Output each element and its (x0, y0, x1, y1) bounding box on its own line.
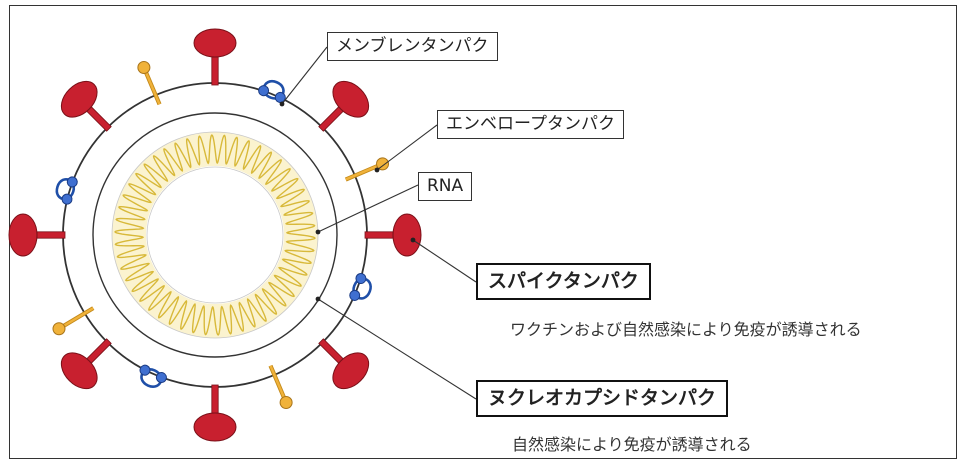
spike-protein-1 (193, 28, 237, 86)
leader-envelope (376, 124, 438, 171)
label-membrane-protein: メンブレンタンパク (327, 32, 498, 61)
spike-protein-2 (318, 80, 370, 132)
spike-protein-6 (60, 338, 112, 390)
envelope-protein-2 (344, 157, 390, 182)
spike-protein-7 (8, 213, 66, 257)
label-envelope-protein: エンベロープタンパク (437, 110, 624, 139)
desc-spike-protein: ワクチンおよび自然感染により免疫が誘導される (510, 320, 862, 339)
membrane-proteins (55, 80, 372, 388)
rna-outer-boundary (111, 131, 319, 339)
spike-proteins (8, 28, 422, 442)
desc-nucleocapsid-protein: 自然感染により免疫が誘導される (512, 435, 752, 454)
label-spike-protein: スパイクタンパク (476, 263, 651, 300)
label-rna: RNA (418, 172, 473, 201)
spike-protein-4 (318, 338, 370, 390)
spike-protein-5 (193, 384, 237, 442)
envelope-protein-4 (268, 364, 293, 410)
leader-membrane (281, 46, 328, 105)
rna-strand (114, 134, 316, 336)
membrane-protein-2 (55, 176, 78, 205)
envelope-proteins (52, 60, 390, 410)
leader-lines (281, 46, 477, 400)
leader-nucleocapsid (317, 298, 477, 400)
envelope-protein-3 (52, 306, 95, 336)
spike-protein-8 (60, 80, 112, 132)
leader-rna (317, 184, 419, 233)
membrane-protein-1 (258, 80, 286, 103)
spike-protein-3 (364, 213, 422, 257)
envelope-protein-1 (137, 60, 162, 106)
leader-dots (279, 101, 416, 302)
membrane-protein-3 (349, 273, 372, 301)
label-nucleocapsid-protein: ヌクレオカプシドタンパク (476, 380, 729, 417)
rna-inner-boundary (146, 166, 284, 304)
leader-spike (412, 239, 477, 283)
membrane-protein-4 (139, 364, 167, 388)
